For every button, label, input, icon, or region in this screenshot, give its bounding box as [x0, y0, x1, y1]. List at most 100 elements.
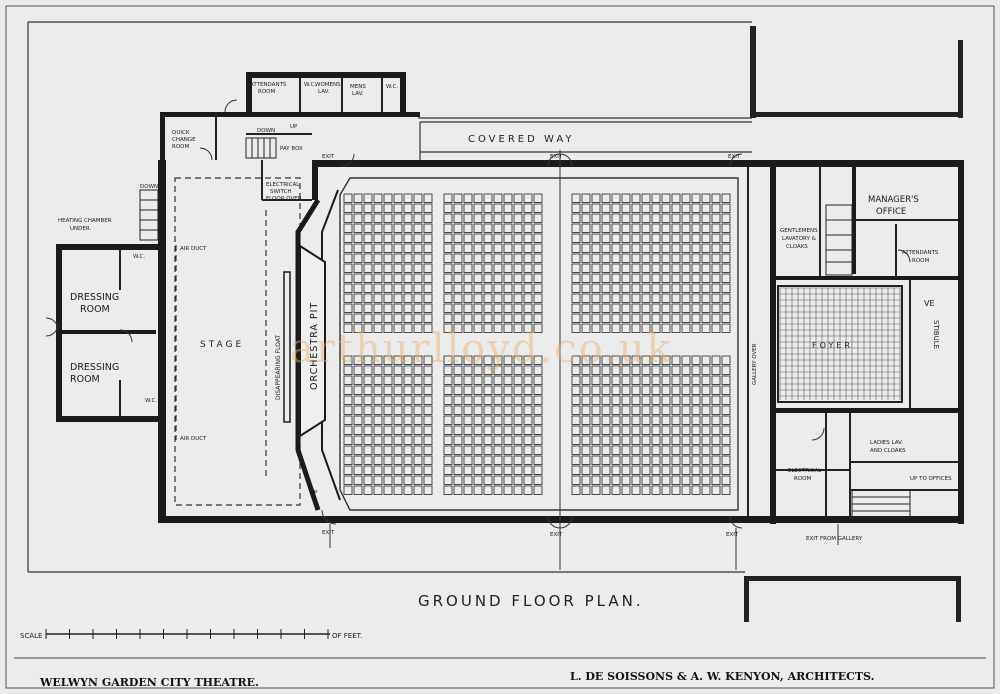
seat [641, 203, 651, 213]
seat [601, 243, 611, 253]
exit-arrow-lines [329, 524, 839, 570]
seat [581, 293, 591, 303]
seat [571, 485, 581, 495]
seat [343, 303, 353, 313]
seat [413, 355, 423, 365]
seat [641, 475, 651, 485]
seat [403, 323, 413, 333]
seat [473, 313, 483, 323]
seat [691, 213, 701, 223]
seat [463, 455, 473, 465]
seat [513, 323, 523, 333]
seat [701, 313, 711, 323]
seat [403, 253, 413, 263]
seat [413, 405, 423, 415]
seat [581, 405, 591, 415]
svg-text:ELECTRICAL: ELECTRICAL [788, 468, 822, 474]
seat [493, 475, 503, 485]
seat [453, 415, 463, 425]
seat [473, 243, 483, 253]
seat [523, 303, 533, 313]
seat [483, 263, 493, 273]
seat [671, 233, 681, 243]
seat [423, 273, 433, 283]
seat [681, 313, 691, 323]
seat [611, 455, 621, 465]
seat [651, 223, 661, 233]
electrical-switch-label-1: ELECTRICAL [266, 182, 300, 188]
seat [373, 203, 383, 213]
seat [591, 293, 601, 303]
seat [443, 365, 453, 375]
seat [641, 385, 651, 395]
seat [493, 375, 503, 385]
seat [363, 303, 373, 313]
wc-top-right-label: W.C. [386, 84, 398, 90]
electrical-room-label-2: ROOM [794, 476, 811, 482]
seat [503, 273, 513, 283]
seat [581, 323, 591, 333]
seat [473, 355, 483, 365]
seat [363, 223, 373, 233]
seat [681, 263, 691, 273]
seat [651, 385, 661, 395]
seat [483, 193, 493, 203]
foyer-outline [777, 285, 903, 403]
seat [443, 273, 453, 283]
seat [591, 395, 601, 405]
seat [691, 465, 701, 475]
seat [621, 365, 631, 375]
seat [721, 203, 731, 213]
seat [523, 323, 533, 333]
seat [423, 313, 433, 323]
seat [443, 425, 453, 435]
seat [691, 375, 701, 385]
seat [591, 455, 601, 465]
exit-bottom-center-label: EXIT [550, 532, 563, 538]
seat [383, 203, 393, 213]
seat [353, 253, 363, 263]
seat [671, 323, 681, 333]
svg-text:L. DE SOISSONS & A. W. KENYON,: L. DE SOISSONS & A. W. KENYON, ARCHITECT… [570, 670, 874, 683]
seat [343, 213, 353, 223]
seat [343, 283, 353, 293]
seat [363, 233, 373, 243]
seat [651, 445, 661, 455]
seat [691, 233, 701, 243]
svg-text:ATTENDANTS: ATTENDANTS [902, 250, 939, 256]
seat [691, 455, 701, 465]
seat [483, 435, 493, 445]
seat [363, 485, 373, 495]
seat [513, 395, 523, 405]
seat [651, 425, 661, 435]
seat [641, 293, 651, 303]
seat [463, 213, 473, 223]
seat [443, 385, 453, 395]
seat [503, 313, 513, 323]
svg-text:VE: VE [924, 299, 935, 308]
seat [343, 263, 353, 273]
seat [343, 415, 353, 425]
seat [671, 203, 681, 213]
seat [393, 273, 403, 283]
seat [601, 263, 611, 273]
page-border [5, 5, 995, 689]
seat [641, 435, 651, 445]
seat [413, 293, 423, 303]
svg-text:SCALE: SCALE [20, 632, 42, 640]
seat [721, 415, 731, 425]
air-duct-upper-label: AIR DUCT [180, 246, 207, 252]
seat [581, 283, 591, 293]
seat [601, 313, 611, 323]
seat [651, 365, 661, 375]
seat [661, 445, 671, 455]
womens-lav-label: LAV. [318, 89, 330, 95]
seat [353, 445, 363, 455]
seat [483, 355, 493, 365]
svg-text:ROOM: ROOM [912, 258, 929, 264]
seat [611, 313, 621, 323]
seat [363, 283, 373, 293]
seat [681, 485, 691, 495]
seat [581, 355, 591, 365]
seat [711, 395, 721, 405]
